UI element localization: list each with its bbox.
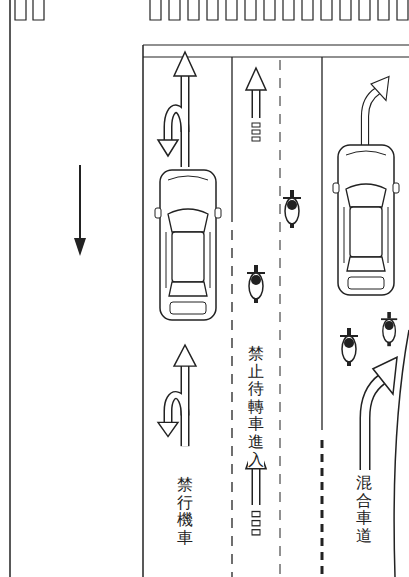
lane-lines <box>232 57 322 577</box>
traffic-direction-arrow <box>74 165 86 256</box>
road-edges <box>10 0 409 577</box>
road-marking-text: 禁止待轉車進入 <box>248 345 264 468</box>
crosswalk <box>15 0 408 20</box>
cars <box>155 145 399 320</box>
road-marking-text: 混合車道 <box>356 474 372 544</box>
road-marking-text: 禁行機車 <box>177 476 193 546</box>
motorcycles <box>247 190 397 366</box>
